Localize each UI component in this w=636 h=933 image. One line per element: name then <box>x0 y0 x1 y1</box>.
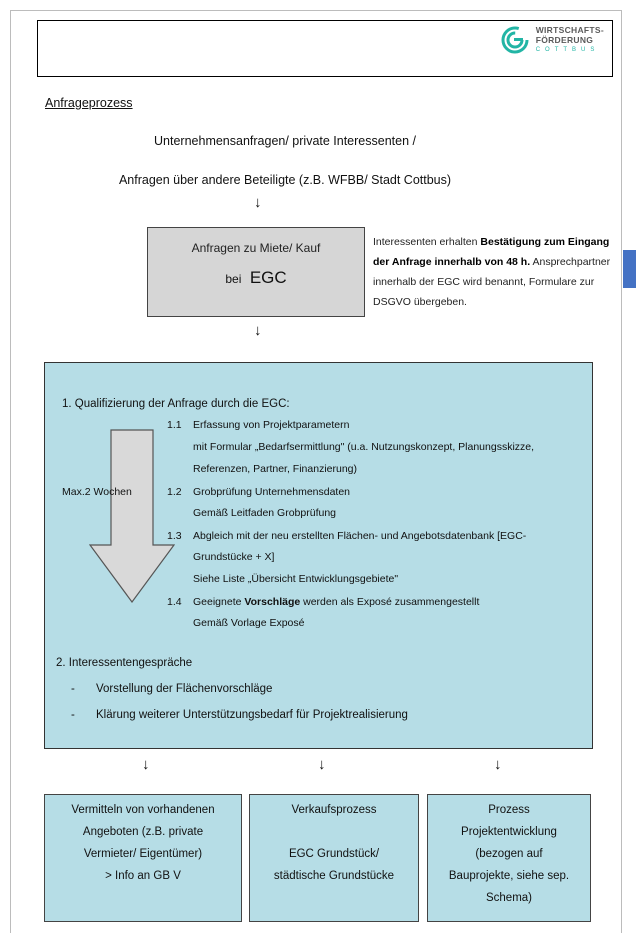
bullet-dash: - <box>71 683 75 695</box>
request-egc: EGC <box>249 268 287 287</box>
item-1-1-title: Erfassung von Projektparametern <box>193 419 350 431</box>
box-line: Prozess <box>488 804 530 816</box>
item-1-4-title-pre: Geeignete <box>193 596 245 608</box>
box-line: EGC Grundstück/ <box>288 848 380 860</box>
item-1-1-line1: mit Formular „Bedarfsermittlung" (u.a. N… <box>193 441 535 453</box>
box-line-spacer <box>250 821 418 843</box>
logo-text: WIRTSCHAFTS- FÖRDERUNG COTTBUS <box>536 25 604 55</box>
item-1-1-line2: Referenzen, Partner, Finanzierung) <box>193 463 358 475</box>
item-1-1-num: 1.1 <box>167 419 182 431</box>
logo-mark-icon <box>501 26 529 54</box>
item-1-2-line1: Gemäß Leitfaden Grobprüfung <box>193 507 337 519</box>
item-1-3-title2: Grundstücke + X] <box>193 551 275 563</box>
arrow-down-icon: ↓ <box>142 756 150 773</box>
box-line: Vermieter/ Eigentümer) <box>83 848 203 860</box>
box-line: Bauprojekte, siehe sep. <box>448 870 570 882</box>
intro-line1: Unternehmensanfragen/ private Interessen… <box>154 134 416 148</box>
page-border <box>10 10 622 933</box>
item-1-4-num: 1.4 <box>167 596 182 608</box>
step2-title: 2. Interessentengespräche <box>56 657 193 669</box>
box-line: städtische Grundstücke <box>273 870 395 882</box>
request-prefix: bei <box>225 272 242 286</box>
step1-title: 1. Qualifizierung der Anfrage durch die … <box>62 398 290 410</box>
step2-bullet-1: Vorstellung der Flächenvorschläge <box>96 683 273 695</box>
side-square <box>623 250 636 288</box>
duration-label: Max.2 Wochen <box>62 486 132 498</box>
intro-line2: Anfragen über andere Beteiligte (z.B. WF… <box>118 173 452 187</box>
logo: WIRTSCHAFTS- FÖRDERUNG COTTBUS <box>500 25 604 55</box>
sales-process-box: Verkaufsprozess EGC Grundstück/ städtisc… <box>249 794 419 922</box>
box-line: (bezogen auf <box>475 848 543 860</box>
mediation-box: Vermitteln von vorhandenen Angeboten (z.… <box>44 794 242 922</box>
item-1-4-title: Geeignete Vorschläge werden als Exposé z… <box>193 596 479 608</box>
request-line2: bei EGC <box>148 268 364 288</box>
box-line: Verkaufsprozess <box>291 804 377 816</box>
section-title: Anfrageprozess <box>45 96 133 110</box>
item-1-3-title: Abgleich mit der neu erstellten Flächen-… <box>193 530 527 542</box>
request-line1: Anfragen zu Miete/ Kauf <box>191 241 321 255</box>
qualification-panel: 1. Qualifizierung der Anfrage durch die … <box>44 362 593 749</box>
box-line: Vermitteln von vorhandenen <box>71 804 215 816</box>
box-line: Angeboten (z.B. private <box>82 826 204 838</box>
confirmation-strong: Bestätigung zum Eingang der Anfrage inne… <box>373 236 610 268</box>
logo-line1: WIRTSCHAFTS- <box>535 25 604 35</box>
item-1-4-title-strong: Vorschläge <box>244 596 301 608</box>
logo-line2: FÖRDERUNG <box>535 35 594 45</box>
request-box: Anfragen zu Miete/ Kauf bei EGC <box>147 227 365 317</box>
arrow-down-icon: ↓ <box>254 194 262 211</box>
arrow-down-icon: ↓ <box>318 756 326 773</box>
confirmation-post: Ansprechpartner innerhalb der EGC wird b… <box>373 256 611 308</box>
item-1-2-num: 1.2 <box>167 486 182 498</box>
item-1-4-line1: Gemäß Vorlage Exposé <box>193 617 305 629</box>
arrow-down-icon: ↓ <box>254 322 262 339</box>
header-box: WIRTSCHAFTS- FÖRDERUNG COTTBUS <box>37 20 613 77</box>
confirmation-text: Interessenten erhalten Bestätigung zum E… <box>373 232 613 312</box>
project-development-box: Prozess Projektentwicklung (bezogen auf … <box>427 794 591 922</box>
item-1-3-num: 1.3 <box>167 530 182 542</box>
logo-line3: COTTBUS <box>535 47 600 53</box>
duration-arrow-icon <box>89 429 175 603</box>
item-1-4-title-post: werden als Exposé zusammengestellt <box>300 596 480 608</box>
step2-bullet-2: Klärung weiterer Unterstützungsbedarf fü… <box>96 709 408 721</box>
item-1-3-line1: Siehe Liste „Übersicht Entwicklungsgebie… <box>193 573 399 585</box>
box-line: Projektentwicklung <box>461 826 557 838</box>
box-line: > Info an GB V <box>105 870 181 882</box>
item-1-2-title: Grobprüfung Unternehmensdaten <box>193 486 351 498</box>
arrow-down-icon: ↓ <box>494 756 502 773</box>
confirmation-pre: Interessenten erhalten <box>373 236 481 248</box>
box-line: Schema) <box>485 892 533 904</box>
bullet-dash: - <box>71 709 75 721</box>
